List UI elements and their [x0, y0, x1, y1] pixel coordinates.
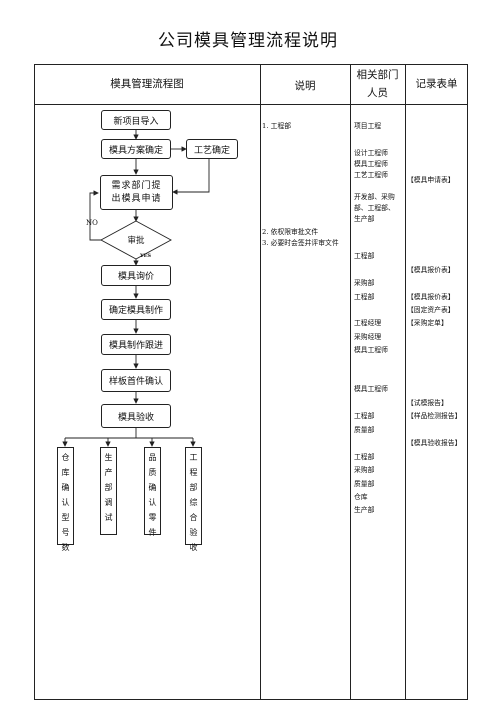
header-records: 记录表单 — [415, 78, 458, 90]
branch-char: 部 — [104, 483, 113, 492]
column-divider — [405, 64, 406, 700]
record-item: 【采购定单】 — [407, 319, 448, 327]
record-item: 【模具报价表】 — [407, 266, 455, 274]
dept-item: 质量部 — [354, 426, 375, 434]
step-process-confirm: 工艺确定 — [186, 139, 238, 159]
dept-item: 项目工程 — [354, 122, 382, 130]
branch-char: 验 — [189, 528, 198, 537]
column-divider — [350, 64, 351, 700]
branch-char: 工 — [189, 453, 198, 462]
approval-label: 审批 — [127, 236, 145, 246]
step-new-project: 新项目导入 — [101, 110, 171, 130]
header-flowchart: 模具管理流程图 — [110, 78, 184, 90]
branch-char: 仓 — [61, 453, 70, 462]
dept-item: 工程部 — [354, 252, 375, 260]
branch-char: 产 — [104, 468, 113, 477]
branch-char: 确 — [148, 483, 157, 492]
branch-char: 型 — [61, 513, 70, 522]
branch-char: 认 — [148, 498, 157, 507]
dept-item: 采购部 — [354, 466, 375, 474]
page-title: 公司模具管理流程说明 — [158, 31, 338, 51]
step-inquiry: 模具询价 — [101, 265, 171, 286]
branch-warehouse: 仓库确认型号数 — [57, 447, 74, 552]
record-item: 【模具申请表】 — [407, 176, 455, 184]
branch-production: 生产部调试 — [100, 447, 117, 535]
dept-item: 工程部 — [354, 453, 375, 461]
branch-char: 部 — [189, 483, 198, 492]
branch-char: 综 — [189, 498, 198, 507]
branch-char: 确 — [61, 483, 70, 492]
header-divider — [34, 104, 468, 105]
step-sample-confirm: 样板首件确认 — [101, 369, 171, 392]
dept-item: 仓库 — [354, 493, 368, 501]
record-item: 【样品检测报告】 — [407, 412, 462, 420]
dept-item: 质量部 — [354, 480, 375, 488]
step-acceptance: 模具验收 — [101, 404, 171, 428]
yes-label: YES — [140, 253, 151, 259]
branch-char: 认 — [61, 498, 70, 507]
branch-quality: 品质确认零件 — [144, 447, 161, 537]
dept-item: 生产部 — [354, 506, 375, 514]
branch-char: 调 — [104, 498, 113, 507]
record-item: 【固定资产表】 — [407, 306, 455, 314]
step-demand-apply: 需求部门提 出模具申请 — [100, 175, 173, 210]
step-demand-apply-line1: 需求部门提 — [111, 180, 162, 191]
header-dept-line1: 相关部门 — [356, 69, 399, 81]
branch-char: 库 — [61, 468, 70, 477]
record-item: 【模具报价表】 — [407, 293, 455, 301]
branch-engineering: 工程部综合验收 — [185, 447, 202, 552]
branch-char: 合 — [189, 513, 198, 522]
branch-char: 试 — [104, 513, 113, 522]
approval-diamond — [100, 220, 172, 260]
branch-char: 零 — [148, 513, 157, 522]
record-item: 【模具验收报告】 — [407, 439, 462, 447]
description-item-2: 2. 依权限审批文件 — [262, 228, 319, 236]
header-dept-line2: 人员 — [367, 87, 388, 99]
dept-item: 工程部 — [354, 293, 375, 301]
dept-item: 模具工程师 — [354, 346, 388, 354]
description-item-1: 1. 工程部 — [262, 122, 292, 130]
dept-item: 工程经理 — [354, 319, 382, 327]
dept-item: 生产部 — [354, 215, 375, 223]
step-demand-apply-line2: 出模具申请 — [111, 193, 162, 204]
dept-item: 设计工程师 — [354, 149, 388, 157]
dept-item: 采购经理 — [354, 333, 382, 341]
dept-item: 工程部 — [354, 412, 375, 420]
dept-item: 工艺工程师 — [354, 171, 388, 179]
branch-char: 收 — [189, 543, 198, 552]
process-table — [34, 64, 468, 700]
dept-item: 采购部 — [354, 279, 375, 287]
branch-char: 件 — [148, 528, 157, 537]
branch-char: 数 — [61, 543, 70, 552]
dept-item: 开发部、采购 — [354, 193, 395, 201]
step-mold-plan: 模具方案确定 — [101, 139, 171, 159]
step-make-follow: 模具制作跟进 — [101, 334, 171, 355]
branch-char: 品 — [148, 453, 157, 462]
header-description: 说明 — [294, 80, 316, 92]
record-item: 【试模报告】 — [407, 399, 448, 407]
step-confirm-make: 确定模具制作 — [101, 299, 171, 320]
column-divider — [260, 64, 261, 700]
branch-char: 质 — [148, 468, 157, 477]
branch-char: 程 — [189, 468, 198, 477]
branch-char: 生 — [104, 453, 113, 462]
dept-item: 模具工程师 — [354, 160, 388, 168]
description-item-3: 3. 必要时会签并评审文件 — [262, 239, 339, 247]
no-label: NO — [86, 219, 98, 227]
branch-char: 号 — [61, 528, 70, 537]
dept-item: 部、工程部、 — [354, 204, 395, 212]
dept-item: 模具工程师 — [354, 385, 388, 393]
